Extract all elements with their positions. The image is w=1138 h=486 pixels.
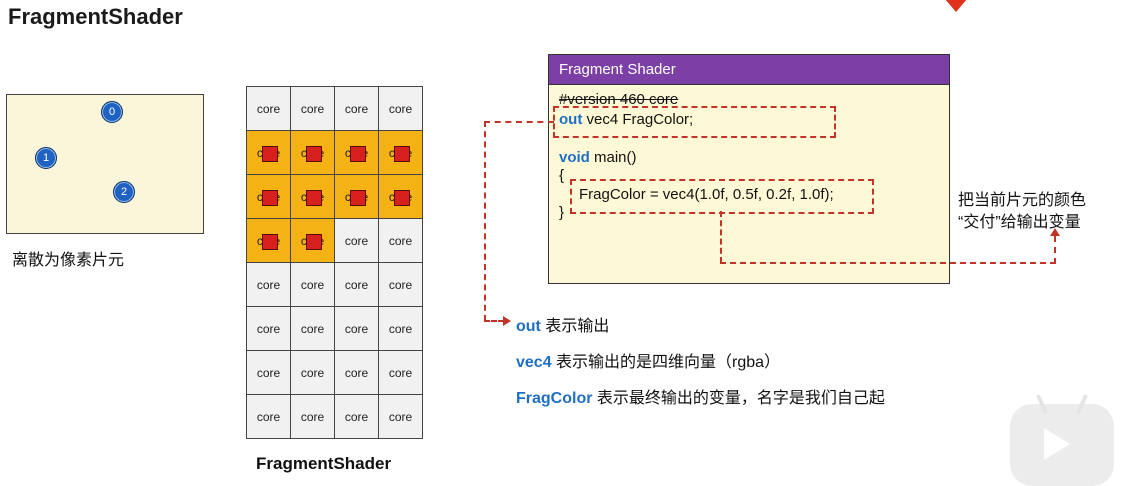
out-arrow-icon <box>503 316 511 326</box>
fragment-square-icon <box>305 145 322 162</box>
fragment-square-icon <box>349 189 366 206</box>
assignment-note: 把当前片元的颜色 “交付”给输出变量 <box>958 190 1086 234</box>
explanation-keyword: out <box>516 318 541 335</box>
fragment-square-icon <box>393 145 410 162</box>
code-box-header: Fragment Shader <box>549 55 949 85</box>
explanation-text: 表示输出的是四维向量（rgba） <box>551 354 781 371</box>
code-out-line: out vec4 FragColor; <box>559 111 693 128</box>
explanation-keyword: vec4 <box>516 354 552 371</box>
assign-connector-rise <box>1054 236 1056 264</box>
note-line-2: “交付”给输出变量 <box>958 214 1081 231</box>
code-assign-line: FragColor = vec4(1.0f, 0.5f, 0.2f, 1.0f)… <box>579 186 834 203</box>
out-connector-vertical <box>484 121 486 321</box>
grid-cell: core <box>290 174 335 219</box>
corner-triangle-icon <box>934 0 978 12</box>
out-highlight-box <box>553 106 836 138</box>
assign-arrow-icon <box>1050 228 1060 236</box>
main-signature: main() <box>589 149 637 166</box>
void-keyword: void <box>559 149 590 166</box>
grid-cell: core <box>290 262 335 307</box>
explanation-out: out 表示输出 <box>516 312 609 336</box>
logo-ear-right <box>1075 394 1089 414</box>
out-declaration: vec4 FragColor; <box>582 111 694 128</box>
grid-cell: core <box>378 174 423 219</box>
fragment-square-icon <box>393 189 410 206</box>
grid-cell: core <box>334 218 379 263</box>
code-version-line: #version 460 core <box>559 91 679 108</box>
grid-cell: core <box>378 262 423 307</box>
play-icon <box>1044 428 1070 460</box>
assign-highlight-box <box>570 179 874 214</box>
grid-cell: core <box>246 86 291 131</box>
grid-cell: core <box>378 350 423 395</box>
grid-cell: core <box>246 262 291 307</box>
grid-cell: core <box>246 174 291 219</box>
vertex-2-marker: 2 <box>113 181 135 203</box>
grid-cell: core <box>378 394 423 439</box>
out-keyword: out <box>559 111 583 128</box>
grid-caption: FragmentShader <box>256 454 392 473</box>
grid-cell: core <box>378 86 423 131</box>
grid-cell: core <box>378 130 423 175</box>
out-connector-horizontal <box>484 121 554 123</box>
code-close-brace: } <box>559 204 565 221</box>
out-connector-tail <box>484 320 504 322</box>
page-title: FragmentShader <box>8 4 183 29</box>
vertex-0-marker: 0 <box>101 101 123 123</box>
grid-cell: core <box>334 262 379 307</box>
video-player-watermark-icon <box>1010 394 1114 486</box>
fragment-square-icon <box>261 145 278 162</box>
grid-cell: core <box>246 394 291 439</box>
code-open-brace: { <box>559 167 565 184</box>
grid-cell: core <box>246 130 291 175</box>
grid-cell: core <box>378 218 423 263</box>
assign-connector-vertical <box>720 211 722 263</box>
grid-cell: core <box>334 350 379 395</box>
note-line-1: 把当前片元的颜色 <box>958 192 1087 209</box>
assign-connector-horizontal <box>720 262 1056 264</box>
grid-cell: core <box>290 218 335 263</box>
logo-ear-left <box>1035 394 1049 414</box>
grid-cell: core <box>246 350 291 395</box>
triangle-vertices-panel: 0 1 2 <box>6 94 204 234</box>
code-main-line: void main() <box>559 149 637 166</box>
grid-cell: core <box>290 130 335 175</box>
explanation-keyword: FragColor <box>516 390 593 407</box>
grid-cell: core <box>334 394 379 439</box>
fragment-square-icon <box>305 189 322 206</box>
fragment-square-icon <box>261 233 278 250</box>
vertex-1-marker: 1 <box>35 147 57 169</box>
explanation-fragcolor: FragColor 表示最终输出的变量，名字是我们自己起 <box>516 384 885 408</box>
explanation-text: 表示输出 <box>540 318 610 335</box>
grid-cell: core <box>334 306 379 351</box>
explanation-text: 表示最终输出的变量，名字是我们自己起 <box>592 390 885 407</box>
grid-cell: core <box>378 306 423 351</box>
grid-cell: core <box>334 130 379 175</box>
fragment-shader-code-box: Fragment Shader #version 460 core out ve… <box>548 54 950 284</box>
grid-cell: core <box>334 86 379 131</box>
grid-cell: core <box>334 174 379 219</box>
grid-cell: core <box>290 350 335 395</box>
grid-cell: core <box>290 306 335 351</box>
fragment-square-icon <box>349 145 366 162</box>
grid-cell: core <box>290 394 335 439</box>
fragment-square-icon <box>305 233 322 250</box>
grid-cell: core <box>246 218 291 263</box>
grid-cell: core <box>246 306 291 351</box>
explanation-vec4: vec4 表示输出的是四维向量（rgba） <box>516 348 780 372</box>
raster-caption: 离散为像素片元 <box>12 252 125 269</box>
fragment-square-icon <box>261 189 278 206</box>
grid-cell: core <box>290 86 335 131</box>
